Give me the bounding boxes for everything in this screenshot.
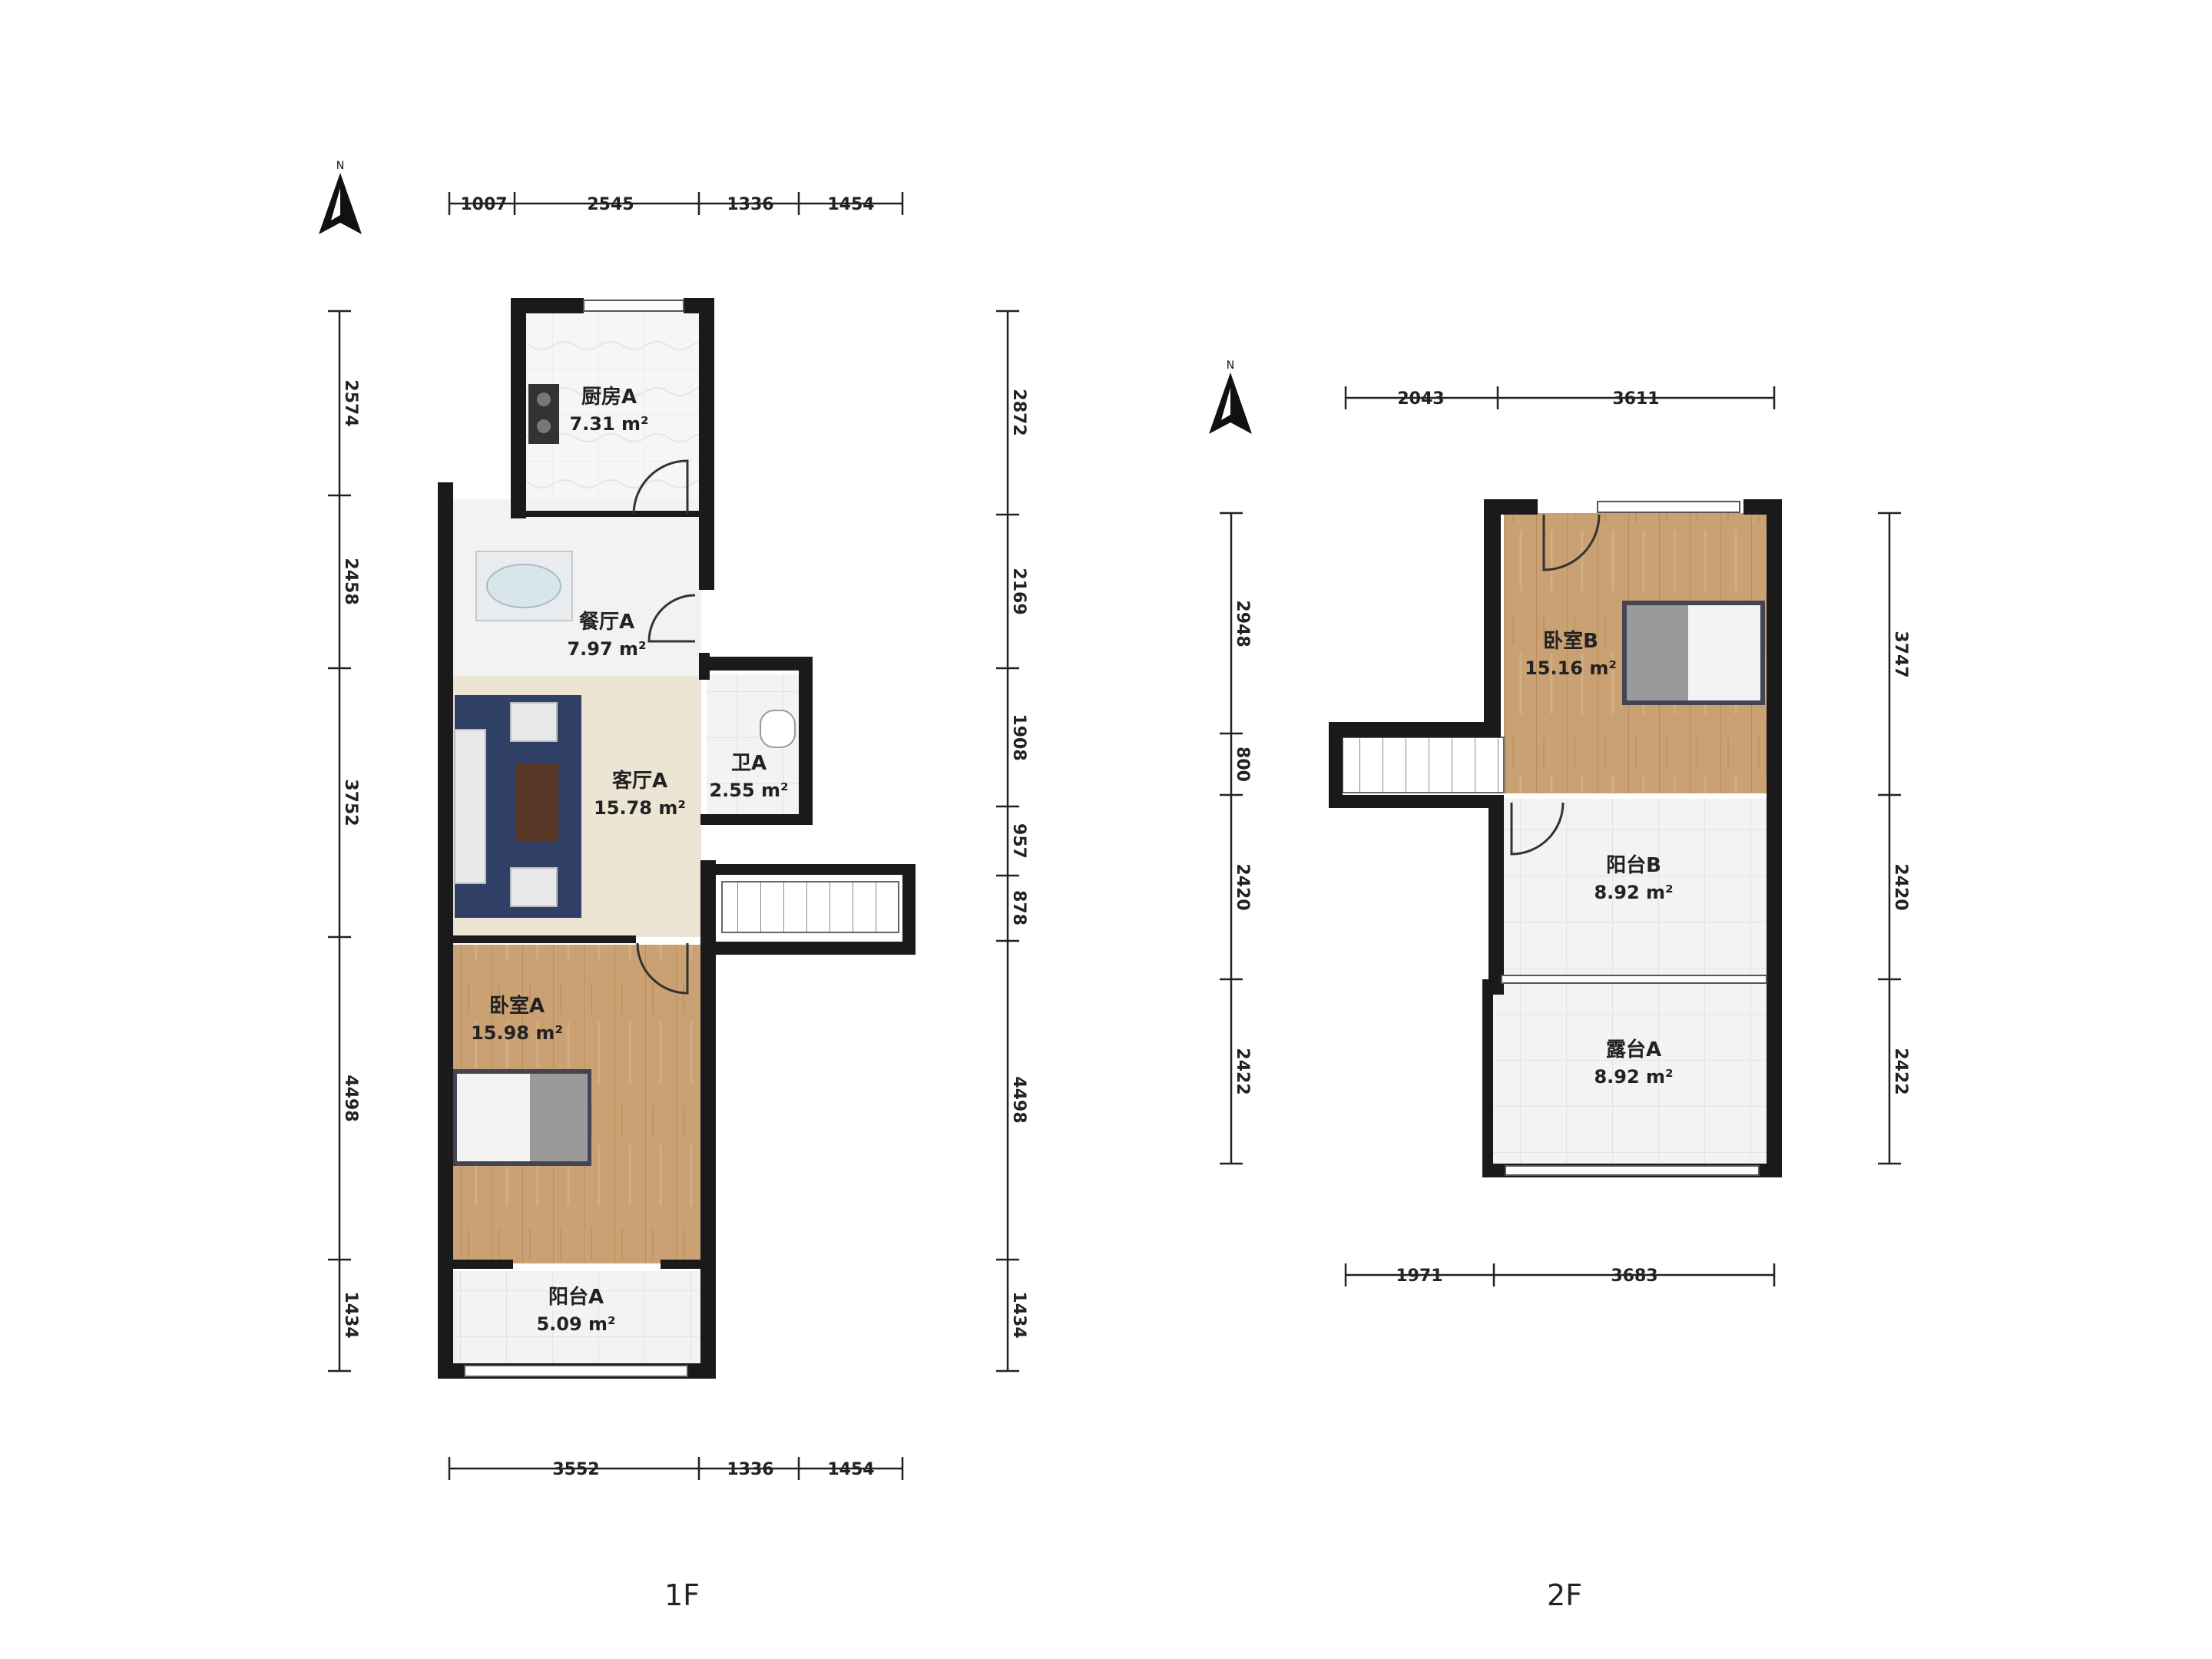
dim-1f-left-1: 2574 xyxy=(341,379,360,426)
dim-1f-right-2: 2169 xyxy=(1009,568,1028,614)
dim-1f-left-5: 1434 xyxy=(341,1291,360,1338)
dim-ticks-1f xyxy=(328,192,1019,1480)
dim-2f-top-1: 2043 xyxy=(1397,389,1444,409)
dim-1f-left-2: 2458 xyxy=(341,558,360,604)
dim-2f-bottom-1: 1971 xyxy=(1396,1267,1442,1286)
floor-label-1f: 1F xyxy=(664,1578,700,1612)
room-area-balcony-b: 8.92 m² xyxy=(1594,882,1673,903)
dim-2f-right-2: 2420 xyxy=(1891,863,1910,910)
dim-2f-right-1: 3747 xyxy=(1891,631,1910,677)
burner-1 xyxy=(537,392,551,406)
walls-2f xyxy=(1329,499,1782,1177)
dim-1f-right-3: 1908 xyxy=(1009,714,1028,760)
balcony-a-window xyxy=(464,1365,688,1377)
dim-ticks-2f xyxy=(1220,386,1901,1286)
room-name-bedroom-b: 卧室B xyxy=(1543,629,1598,653)
dimensions-1f xyxy=(338,202,1009,1470)
dim-1f-right-7: 1434 xyxy=(1009,1291,1028,1338)
room-area-bath-a: 2.55 m² xyxy=(709,780,788,801)
room-area-terrace-a: 8.92 m² xyxy=(1594,1066,1673,1088)
dining-top xyxy=(486,564,561,608)
room-name-bedroom-a: 卧室A xyxy=(489,994,545,1018)
terrace-window xyxy=(1505,1165,1760,1176)
dim-1f-right-1: 2872 xyxy=(1009,389,1028,435)
armchair-top xyxy=(510,702,558,742)
dimensions-2f xyxy=(1230,396,1891,1277)
balcony-a-floor xyxy=(452,1271,701,1367)
sofa xyxy=(454,729,486,884)
bedroom-a-door xyxy=(636,942,689,995)
compass-label-2f: N xyxy=(1227,359,1234,372)
compass-label: N xyxy=(336,160,344,172)
armchair-bottom xyxy=(510,867,558,907)
stair-2f xyxy=(1342,737,1505,793)
room-area-kitchen-a: 7.31 m² xyxy=(569,413,648,435)
dim-2f-left-1: 2948 xyxy=(1233,600,1252,647)
dim-1f-top-3: 1336 xyxy=(727,195,773,214)
dim-1f-right-4: 957 xyxy=(1009,823,1028,859)
bedroom-b-window xyxy=(1597,501,1740,513)
dim-2f-left-4: 2422 xyxy=(1233,1048,1252,1094)
compass-icon-2f: N xyxy=(1209,359,1252,434)
dim-1f-top-4: 1454 xyxy=(827,195,874,214)
room-name-terrace-a: 露台A xyxy=(1606,1038,1661,1061)
room-name-bath-a: 卫A xyxy=(731,752,767,775)
room-name-balcony-b: 阳台B xyxy=(1606,853,1661,877)
kitchen-door xyxy=(632,459,689,515)
room-name-living-a: 客厅A xyxy=(612,769,667,793)
room-name-balcony-a: 阳台A xyxy=(548,1285,604,1309)
toilet xyxy=(760,710,796,748)
kitchen-window xyxy=(583,300,684,312)
stair-1f xyxy=(721,881,899,933)
burner-2 xyxy=(537,419,551,433)
dim-1f-bottom-1: 3552 xyxy=(552,1460,599,1479)
room-area-living-a: 15.78 m² xyxy=(594,797,686,819)
coffee-table xyxy=(516,764,558,841)
dim-1f-bottom-3: 1454 xyxy=(827,1460,874,1479)
dim-2f-top-2: 3611 xyxy=(1612,389,1659,409)
dim-2f-right-3: 2422 xyxy=(1891,1048,1910,1094)
dim-1f-left-4: 4498 xyxy=(341,1075,360,1121)
room-area-dining-a: 7.97 m² xyxy=(567,638,646,660)
floor-1f: 厨房A 7.31 m² 餐厅A 7.97 m² 客厅A 15.78 m² 卫A … xyxy=(319,160,1028,1612)
room-name-kitchen-a: 厨房A xyxy=(581,386,637,409)
dim-1f-bottom-2: 1336 xyxy=(727,1460,773,1479)
floor-label-2f: 2F xyxy=(1547,1578,1582,1612)
room-area-bedroom-a: 15.98 m² xyxy=(471,1022,563,1044)
balcony-b-floor xyxy=(1498,799,1767,979)
bath-a-floor xyxy=(707,674,808,816)
balcony-b-door xyxy=(1510,802,1565,856)
compass-icon: N xyxy=(319,160,362,234)
bed-a-blanket xyxy=(530,1074,588,1161)
sliding-door-2f xyxy=(1501,975,1767,984)
terrace-a-floor xyxy=(1490,983,1767,1167)
room-area-balcony-a: 5.09 m² xyxy=(536,1313,615,1335)
dim-1f-right-6: 4498 xyxy=(1009,1076,1028,1123)
room-name-dining-a: 餐厅A xyxy=(579,611,634,634)
dim-1f-right-5: 878 xyxy=(1009,890,1028,926)
dim-1f-left-3: 3752 xyxy=(341,779,360,826)
dim-1f-top-2: 2545 xyxy=(587,195,634,214)
dim-1f-top-1: 1007 xyxy=(460,195,507,214)
bedroom-b-door xyxy=(1542,514,1601,571)
room-area-bedroom-b: 15.16 m² xyxy=(1525,657,1617,679)
dim-2f-bottom-2: 3683 xyxy=(1611,1267,1657,1286)
dining-door xyxy=(647,594,696,643)
dim-2f-left-2: 800 xyxy=(1233,747,1252,782)
bed-b-blanket xyxy=(1627,605,1688,700)
floor-2f: 卧室B 15.16 m² 阳台B 8.92 m² 露台A 8.92 m² 204… xyxy=(1209,359,1910,1612)
dim-2f-left-3: 2420 xyxy=(1233,863,1252,910)
